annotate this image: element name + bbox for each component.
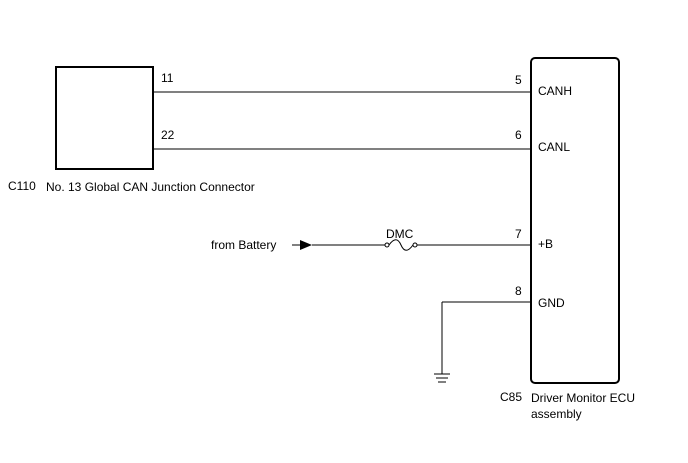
connector-name: No. 13 Global CAN Junction Connector: [46, 180, 255, 194]
fuse-icon: [388, 239, 414, 251]
fuse-terminal-left: [384, 242, 390, 248]
ecu-pin-6: 6: [515, 128, 522, 142]
fuse-label: DMC: [386, 227, 414, 241]
battery-source-label: from Battery: [211, 238, 276, 252]
ground-signal-label: GND: [538, 296, 565, 310]
canl-label: CANL: [538, 140, 570, 154]
connector-code: C110: [8, 179, 36, 193]
ecu-pin-8: 8: [515, 284, 522, 298]
ecu-box: [530, 57, 620, 384]
arrow-icon: [300, 240, 312, 250]
canh-label: CANH: [538, 84, 572, 98]
ecu-pin-5: 5: [515, 73, 522, 87]
ecu-pin-7: 7: [515, 227, 522, 241]
power-signal-label: +B: [538, 237, 553, 251]
ecu-code: C85: [500, 390, 522, 404]
ecu-name-line2: assembly: [531, 407, 582, 421]
connector-pin-11: 11: [161, 71, 174, 85]
fuse-terminal-right: [412, 242, 418, 248]
ground-icon: [434, 373, 450, 383]
junction-connector-box: [55, 66, 154, 170]
connector-pin-22: 22: [161, 128, 175, 142]
ecu-name-line1: Driver Monitor ECU: [531, 391, 635, 405]
